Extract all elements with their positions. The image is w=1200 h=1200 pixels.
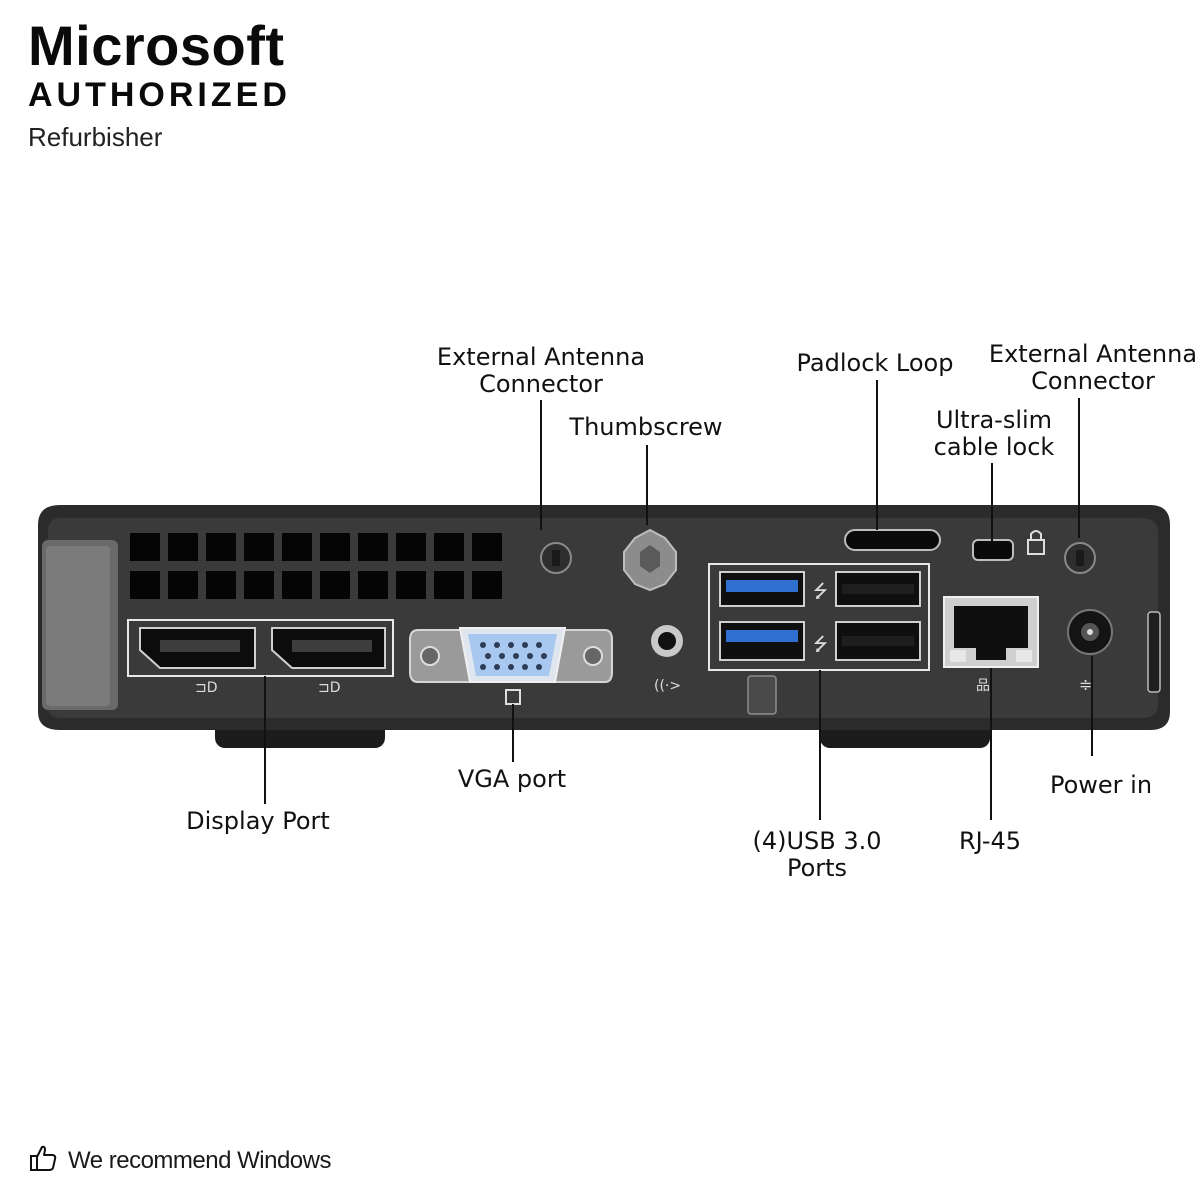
audio-jack: ((·> xyxy=(651,625,683,694)
usb-symbol-icon: ⭍ xyxy=(813,581,828,602)
label-ext-antenna-left: External Antenna Connector xyxy=(436,343,646,398)
label-vga-port: VGA port xyxy=(457,765,567,793)
leader-rj45 xyxy=(990,668,992,820)
usb-port-4 xyxy=(835,621,921,661)
usb-port-2 xyxy=(719,621,805,661)
leader-display-port xyxy=(264,676,266,804)
svg-text:品: 品 xyxy=(976,678,990,694)
brand-logo: Microsoft AUTHORIZED Refurbisher xyxy=(28,14,291,153)
svg-text:≑: ≑ xyxy=(1079,675,1092,694)
usb-port-3 xyxy=(835,571,921,607)
label-thumbscrew: Thumbscrew xyxy=(569,413,723,441)
label-padlock-loop: Padlock Loop xyxy=(796,349,954,377)
svg-text:⊐D: ⊐D xyxy=(318,680,341,696)
displayport-1: ⊐D xyxy=(139,627,256,696)
power-in-jack: ≑ xyxy=(1067,609,1113,694)
label-ultra-slim-lock: Ultra-slim cable lock xyxy=(933,406,1055,461)
label-ext-antenna-right: External Antenna Connector xyxy=(988,340,1198,395)
vent-grid xyxy=(130,533,502,599)
thumbscrew xyxy=(623,528,677,592)
usb-port-1 xyxy=(719,571,805,607)
brand-refurbisher: Refurbisher xyxy=(28,122,163,152)
leader-ext-antenna-left xyxy=(540,400,542,530)
brand-authorized: AUTHORIZED xyxy=(28,76,291,114)
vga-connector xyxy=(409,627,613,705)
leader-thumbscrew xyxy=(646,445,648,525)
leader-ultra-slim-lock xyxy=(991,463,993,541)
thumbs-up-icon xyxy=(28,1143,58,1178)
usb-symbol-icon: ⭍ xyxy=(813,634,828,655)
leader-ext-antenna-right xyxy=(1078,398,1080,538)
label-display-port: Display Port xyxy=(186,807,330,835)
brand-microsoft: Microsoft xyxy=(28,14,285,77)
ultra-slim-cable-lock xyxy=(972,539,1014,561)
footer-text: We recommend Windows xyxy=(68,1146,331,1174)
external-antenna-connector-left xyxy=(540,542,572,574)
leader-padlock-loop xyxy=(876,380,878,530)
label-usb-ports: (4)USB 3.0 Ports xyxy=(752,827,882,882)
label-power-in: Power in xyxy=(1049,771,1153,799)
leader-power-in xyxy=(1091,656,1093,756)
displayport-2: ⊐D xyxy=(271,627,386,696)
svg-text:⊐D: ⊐D xyxy=(195,680,218,696)
leader-usb-ports xyxy=(819,670,821,820)
padlock-loop xyxy=(844,529,941,551)
leader-vga-port xyxy=(512,704,514,762)
label-rj45: RJ-45 xyxy=(958,827,1022,855)
external-antenna-connector-right xyxy=(1064,542,1096,574)
lock-icon xyxy=(1027,530,1045,555)
svg-text:((·>: ((·> xyxy=(654,678,681,694)
footer: We recommend Windows xyxy=(28,1143,331,1178)
displayport-outline xyxy=(127,619,394,677)
rj45-port: 品 xyxy=(943,596,1039,694)
